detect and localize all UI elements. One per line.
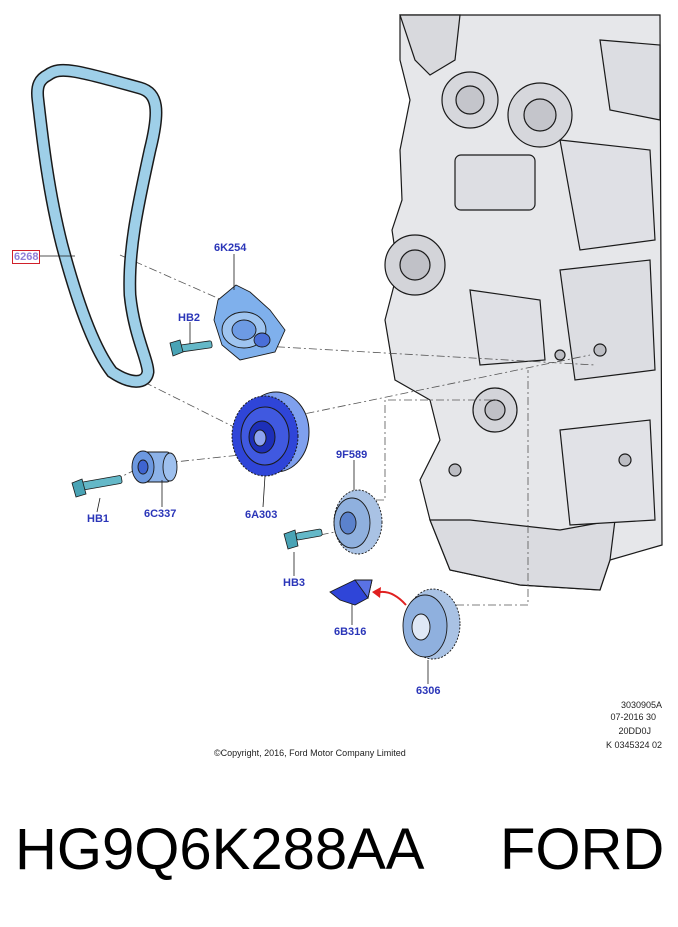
bolt-hb2[interactable] [169, 339, 213, 357]
gear-6306[interactable] [402, 588, 461, 660]
callout-6268[interactable]: 6268 [12, 250, 41, 264]
leader-lines [99, 254, 596, 606]
footer: HG9Q6K288AA FORD [0, 805, 678, 915]
callout-6306[interactable]: 6306 [416, 685, 441, 697]
drive-belt-face [32, 65, 161, 387]
red-arrow [375, 590, 407, 606]
callout-6k254[interactable]: 6K254 [214, 242, 247, 254]
copyright-text: ©Copyright, 2016, Ford Motor Company Lim… [214, 748, 406, 758]
callout-9f589[interactable]: 9F589 [336, 449, 368, 461]
callout-hb3[interactable]: HB3 [283, 577, 306, 589]
red-arrowhead [372, 587, 381, 598]
idler-pulley[interactable] [131, 450, 178, 484]
crankshaft-pulley[interactable] [231, 391, 310, 477]
bolt-hb1[interactable] [71, 475, 123, 498]
callout-6b316[interactable]: 6B316 [334, 626, 367, 638]
stamp-line-4: K 0345324 02 [605, 740, 662, 750]
brand-name: FORD [500, 817, 665, 882]
stamp-line-3: 20DD0J [618, 726, 651, 736]
callout-connectors [40, 254, 429, 684]
stamp-line-2: 07-2016 30 [610, 712, 656, 722]
part-number: HG9Q6K288AA [15, 817, 425, 882]
callout-6a303[interactable]: 6A303 [245, 509, 278, 521]
callout-6c337[interactable]: 6C337 [144, 508, 177, 520]
belt-tensioner[interactable] [213, 284, 286, 361]
bolt-hb3[interactable] [283, 528, 323, 550]
stamp-line-1: 3030905A [620, 700, 662, 710]
guide-6b316[interactable] [329, 579, 373, 606]
callout-hb2[interactable]: HB2 [178, 312, 201, 324]
engine-block [384, 14, 663, 591]
callout-hb1[interactable]: HB1 [87, 513, 110, 525]
exploded-parts-diagram [31, 14, 663, 684]
gear-9f589[interactable] [333, 489, 383, 555]
